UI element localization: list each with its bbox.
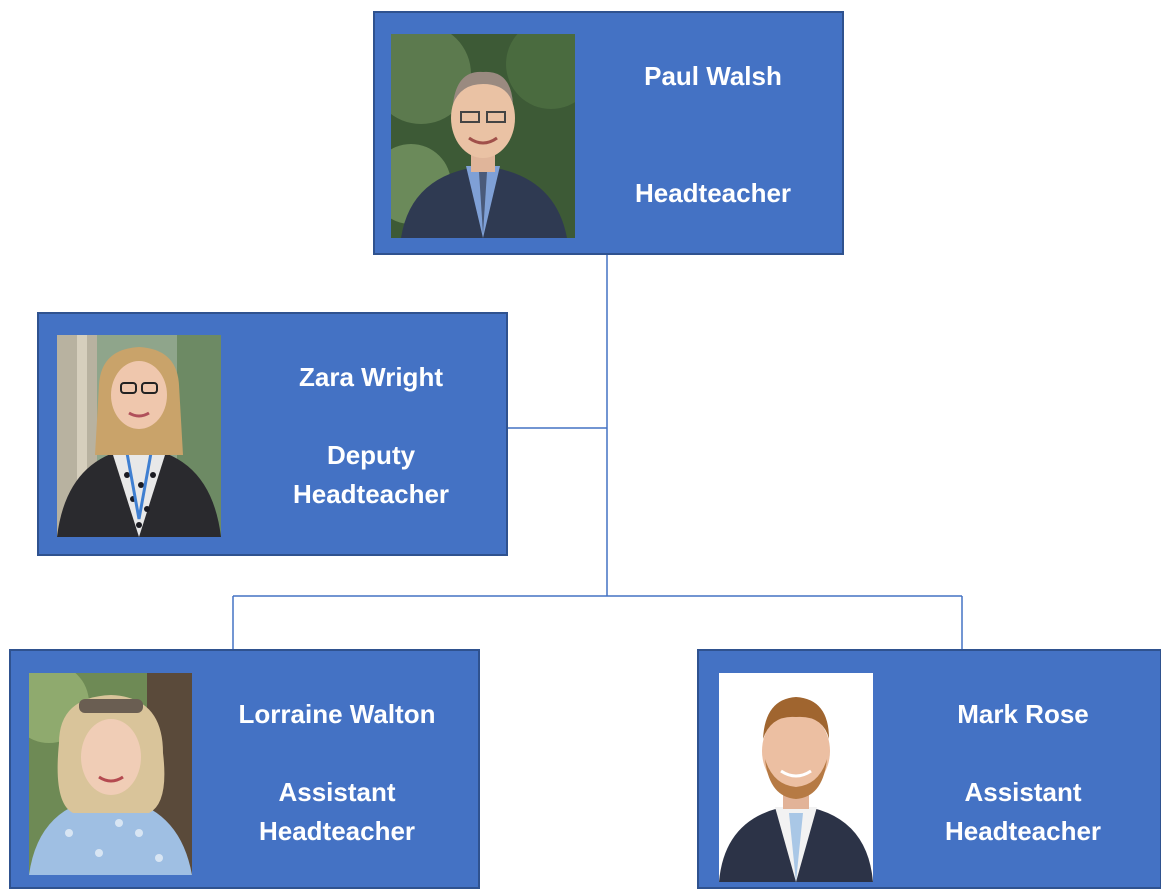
org-card-deputy: Zara Wright Deputy Headteacher [37, 312, 508, 556]
node-name: Paul Walsh [644, 61, 782, 91]
node-role: Headteacher [944, 816, 1102, 846]
node-role: Deputy [326, 440, 416, 470]
assistant-right-text: Mark Rose Assistant Headteacher [903, 695, 1143, 851]
org-card-headteacher: Paul Walsh Headteacher [373, 11, 844, 255]
photo-deputy [57, 335, 221, 537]
assistant-left-text: Lorraine Walton Assistant Headteacher [214, 695, 460, 851]
headteacher-text: Paul Walsh Headteacher [593, 57, 833, 213]
deputy-text: Zara Wright Deputy Headteacher [251, 358, 491, 514]
photo-assistant-right [719, 673, 873, 882]
node-role: Assistant [964, 777, 1082, 807]
node-role: Headteacher [292, 479, 450, 509]
node-role: Assistant [278, 777, 396, 807]
node-name: Zara Wright [299, 362, 443, 392]
node-role: Headteacher [258, 816, 416, 846]
org-card-assistant-right: Mark Rose Assistant Headteacher [697, 649, 1161, 889]
node-name: Mark Rose [957, 699, 1089, 729]
node-name: Lorraine Walton [238, 699, 436, 729]
org-card-assistant-left: Lorraine Walton Assistant Headteacher [9, 649, 480, 889]
photo-headteacher [391, 34, 575, 238]
photo-assistant-left [29, 673, 192, 875]
node-role: Headteacher [634, 178, 792, 208]
